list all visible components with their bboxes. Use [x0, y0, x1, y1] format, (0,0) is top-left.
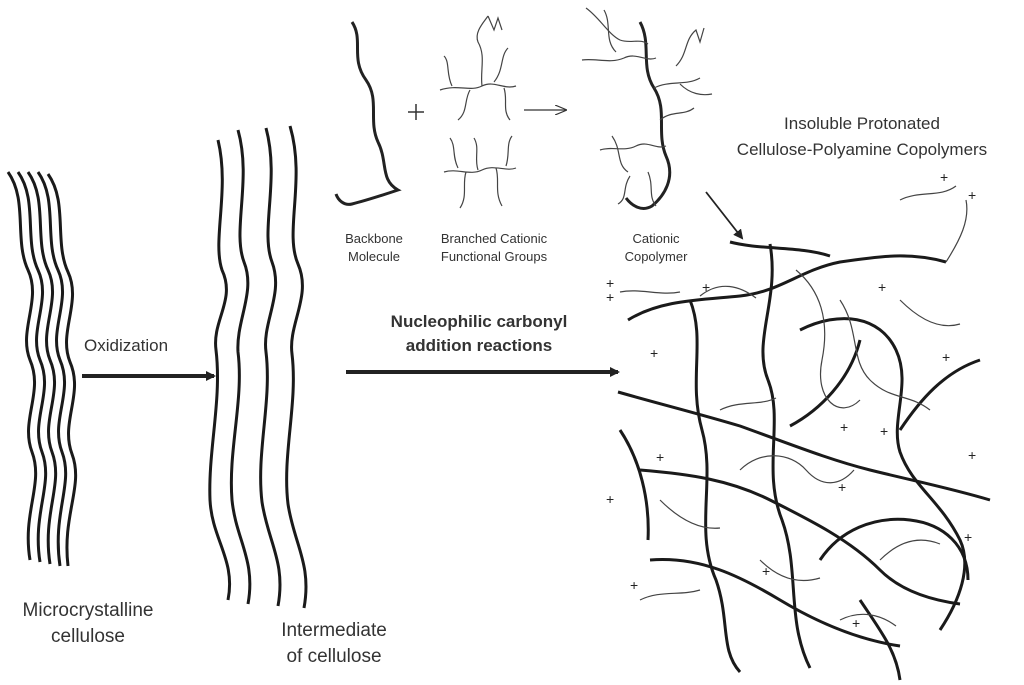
charge-plus: +: [964, 529, 972, 545]
branched-cationic-group-bottom: [443, 135, 517, 209]
charge-plus: +: [968, 187, 976, 203]
intermediate-label-line2: of cellulose: [286, 646, 382, 667]
insoluble-label-line1: Insoluble Protonated: [784, 114, 940, 133]
oxidization-label: Oxidization: [84, 336, 169, 355]
charge-plus: +: [840, 419, 848, 435]
mcc-label-line1: Microcrystalline: [22, 600, 154, 621]
backbone-label-line2: Molecule: [347, 249, 401, 264]
charge-plus: +: [942, 349, 950, 365]
charge-plus: +: [852, 615, 860, 631]
microcrystalline-cellulose-strands: [6, 171, 78, 567]
copolymer-network-thin: [619, 185, 968, 627]
intermediate-cellulose-strands: [208, 125, 308, 609]
charge-plus: +: [606, 275, 614, 291]
charge-plus: +: [880, 423, 888, 439]
reaction-label-line1: Nucleophilic carbonyl: [390, 312, 568, 331]
charge-plus: +: [940, 169, 948, 185]
plus-sign: [408, 104, 424, 120]
charge-plus: +: [606, 491, 614, 507]
charge-plus: +: [630, 577, 638, 593]
branched-cationic-group-top: [439, 15, 517, 121]
branched-label-line1: Branched Cationic: [440, 231, 548, 246]
intermediate-label-line1: Intermediate: [281, 620, 387, 641]
copolymer-label-line1: Cationic: [632, 231, 680, 246]
network-pointer-arrow: [705, 191, 744, 240]
insoluble-label-line2: Cellulose-Polyamine Copolymers: [736, 140, 988, 159]
copolymer-network: [617, 240, 991, 681]
charge-symbols: + + + + + + + + + + + + + + + + + +: [606, 169, 976, 631]
cationic-copolymer: [581, 7, 713, 210]
charge-plus: +: [650, 345, 658, 361]
charge-plus: +: [606, 289, 614, 305]
charge-plus: +: [702, 279, 710, 295]
reaction-label-line2: addition reactions: [405, 336, 553, 355]
backbone-label-line1: Backbone: [345, 231, 403, 246]
charge-plus: +: [762, 563, 770, 579]
branched-label-line2: Functional Groups: [440, 249, 548, 264]
charge-plus: +: [968, 447, 976, 463]
mcc-label-line2: cellulose: [51, 626, 125, 647]
copolymer-label-line2: Copolymer: [624, 249, 688, 264]
charge-plus: +: [656, 449, 664, 465]
charge-plus: +: [838, 479, 846, 495]
backbone-molecule: [334, 21, 402, 206]
charge-plus: +: [878, 279, 886, 295]
